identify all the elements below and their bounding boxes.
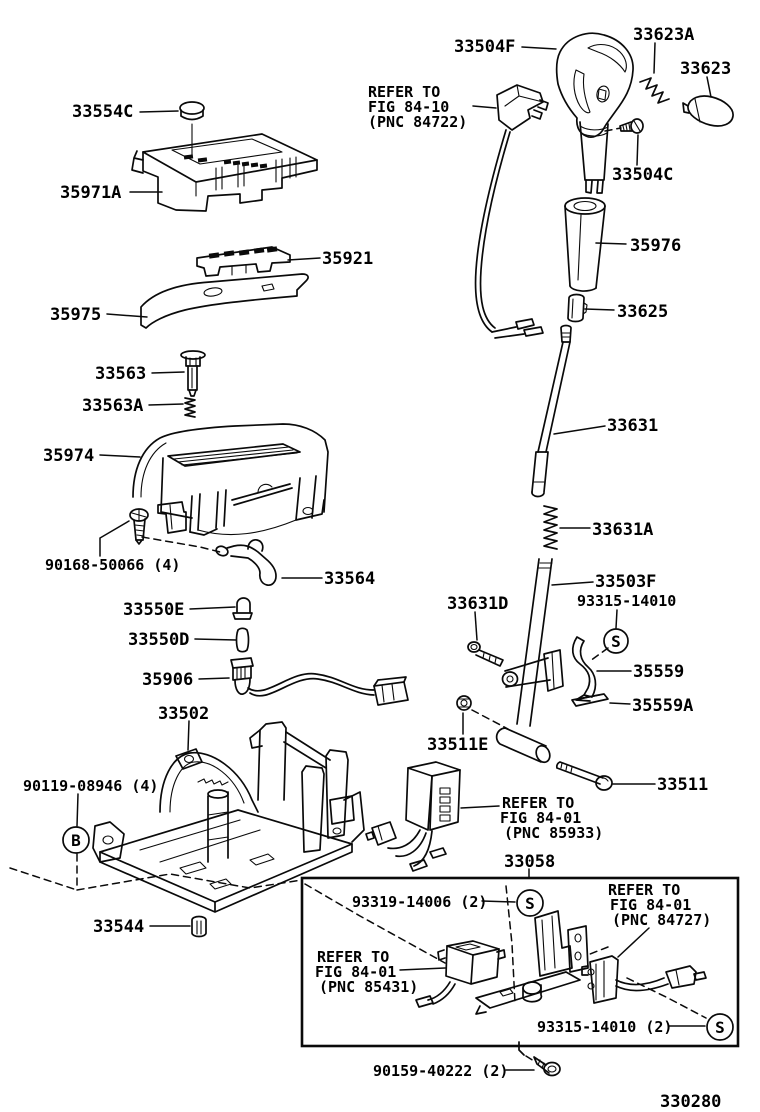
part-art-grommet [191, 915, 207, 938]
part-label-93315-14010-2: 93315-14010 (2) [537, 1018, 672, 1036]
part-label-33503F: 33503F [595, 572, 656, 592]
marker-S-circle-93319: S [516, 889, 544, 917]
part-label-33058: 33058 [504, 852, 555, 872]
part-art-detent-spring [184, 397, 196, 418]
part-label-33563: 33563 [95, 364, 146, 384]
part-art-shift-lock-button [682, 95, 734, 127]
part-art-solenoid-85431 [415, 940, 506, 1008]
part-art-position-plate [196, 246, 291, 277]
part-label-33511: 33511 [657, 775, 708, 795]
ref-85431-line3: (PNC 85431) [319, 978, 418, 996]
ref-84727-line1: REFER TO [608, 881, 680, 899]
part-art-lock-cam [571, 636, 597, 702]
part-label-33504C: 33504C [612, 165, 673, 185]
part-label-90159-40222: 90159-40222 (2) [373, 1062, 508, 1080]
ref-fig84-10-line2: FIG 84-10 [368, 98, 449, 116]
marker-s-letter-1: S [611, 632, 621, 651]
reference-fig84-01-85431: REFER TO FIG 84-01 (PNC 85431) [315, 948, 418, 996]
part-label-33554C: 33554C [72, 102, 133, 122]
ref-84727-line3: (PNC 84727) [612, 911, 711, 929]
part-art-knob-screw [619, 118, 644, 134]
part-art-housing-screw [129, 508, 149, 545]
part-label-33564: 33564 [324, 569, 375, 589]
part-art-bushing-33625 [567, 293, 588, 323]
figure-number: 330280 [660, 1092, 721, 1112]
ref-fig84-10-line1: REFER TO [368, 83, 440, 101]
reference-fig84-01-85933: REFER TO FIG 84-01 (PNC 85933) [500, 794, 603, 842]
part-art-lock-nut [456, 695, 472, 711]
part-label-33563A: 33563A [82, 396, 143, 416]
reference-fig84-10: REFER TO FIG 84-10 (PNC 84722) [368, 83, 467, 131]
marker-b-letter: B [71, 831, 81, 850]
part-label-35559: 35559 [633, 662, 684, 682]
part-label-35974: 35974 [43, 446, 94, 466]
ref-85431-line1: REFER TO [317, 948, 389, 966]
part-label-35975: 35975 [50, 305, 101, 325]
part-label-35906: 35906 [142, 670, 193, 690]
marker-s-letter-3: S [715, 1018, 725, 1037]
part-art-bushing-d [235, 627, 250, 653]
marker-S-circle-93315-upper: S [603, 628, 629, 654]
marker-B-circle: B [62, 826, 90, 854]
part-label-33623: 33623 [680, 59, 731, 79]
part-label-93315-14010: 93315-14010 [577, 592, 676, 610]
part-art-upper-housing [131, 133, 318, 212]
part-art-detent-pin [180, 350, 206, 397]
part-label-33631D: 33631D [447, 594, 508, 614]
ref-85933-line2: FIG 84-01 [500, 809, 581, 827]
part-art-control-shaft [495, 558, 564, 764]
part-label-35921: 35921 [322, 249, 373, 269]
part-art-connecting-rod [531, 324, 572, 498]
part-art-knob-sleeve [564, 197, 606, 292]
part-art-lower-cover [140, 273, 309, 329]
part-label-33631: 33631 [607, 416, 658, 436]
ref-fig84-10-line3: (PNC 84722) [368, 113, 467, 131]
part-art-swivel-bolt [467, 641, 504, 667]
part-art-shift-lever-base [92, 721, 365, 913]
ref-85431-line2: FIG 84-01 [315, 963, 396, 981]
part-art-lock-bracket [475, 910, 589, 1015]
part-label-33504F: 33504F [454, 37, 515, 57]
marker-S-circle-93315-lower: S [706, 1013, 734, 1041]
reference-fig84-01-84727: REFER TO FIG 84-01 (PNC 84727) [608, 881, 711, 929]
part-label-90168-50066: 90168-50066 (4) [45, 556, 180, 574]
part-label-90119-08946: 90119-08946 (4) [23, 777, 158, 795]
part-art-rod-spring [543, 505, 558, 550]
part-label-35976: 35976 [630, 236, 681, 256]
part-art-shift-knob [555, 32, 634, 194]
ref-85933-line1: REFER TO [502, 794, 574, 812]
part-label-33625: 33625 [617, 302, 668, 322]
part-art-shift-lock-cap [179, 101, 205, 156]
leader-lines [76, 42, 712, 1071]
part-label-93319-14006: 93319-14006 (2) [352, 893, 487, 911]
part-label-35559A: 35559A [632, 696, 693, 716]
part-label-33544: 33544 [93, 917, 144, 937]
part-art-indicator-bulb-wire [230, 657, 409, 706]
part-art-button-spring [639, 77, 670, 104]
part-art-box-screw [518, 1041, 561, 1077]
part-art-pivot-pin [555, 761, 613, 791]
part-art-indicator-housing [132, 423, 329, 536]
dashed-relation-lines [9, 127, 707, 1062]
part-label-33550E: 33550E [123, 600, 184, 620]
part-art-switch-84727 [581, 955, 707, 1004]
part-art-interlock-lever [215, 539, 277, 586]
part-number-labels: 33554C 35971A 35921 35975 33563 33563A 3… [23, 25, 731, 1112]
marker-s-letter-2: S [525, 894, 535, 913]
part-art-solenoid-85933 [365, 761, 461, 872]
part-art-cam-clip [571, 693, 609, 707]
part-art-overdrive-switch-cable [474, 84, 549, 339]
part-label-33511E: 33511E [427, 735, 488, 755]
assembly-33058-outline-box [300, 876, 740, 1048]
ref-85933-line3: (PNC 85933) [504, 824, 603, 842]
part-label-33550D: 33550D [128, 630, 189, 650]
ref-84727-line2: FIG 84-01 [610, 896, 691, 914]
part-label-35971A: 35971A [60, 183, 121, 203]
part-label-33623A: 33623A [633, 25, 694, 45]
part-label-33631A: 33631A [592, 520, 653, 540]
part-art-bushing-e [232, 597, 253, 620]
part-label-33502: 33502 [158, 704, 209, 724]
